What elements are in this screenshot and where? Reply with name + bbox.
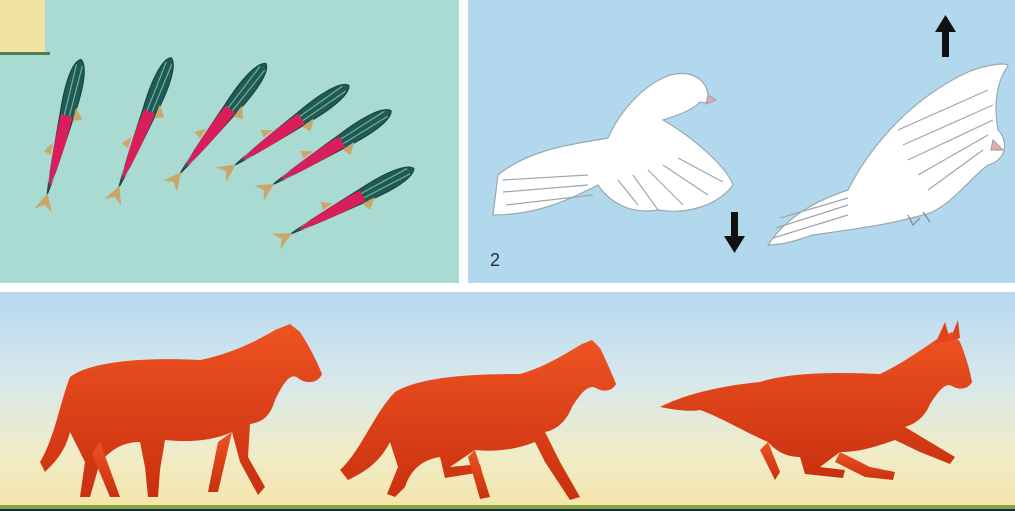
bird-flight-panel: 2 bbox=[468, 0, 1015, 283]
corner-strip bbox=[0, 0, 45, 52]
corner-line bbox=[0, 52, 50, 55]
frame-number: 2 bbox=[490, 250, 500, 271]
down-arrow-icon bbox=[724, 212, 745, 253]
vertical-divider bbox=[459, 0, 468, 292]
horizontal-divider bbox=[0, 283, 1015, 292]
fish-swimming-panel bbox=[0, 0, 459, 283]
bird-illustration bbox=[468, 0, 1015, 283]
bird-upstroke bbox=[768, 64, 1008, 245]
horse-walk bbox=[40, 324, 322, 497]
fish-2 bbox=[100, 52, 186, 208]
fish-illustration bbox=[0, 0, 459, 283]
horse-gait-panel bbox=[0, 292, 1015, 511]
horse-gallop bbox=[660, 332, 972, 478]
fish-3 bbox=[159, 55, 279, 196]
fish-1 bbox=[30, 56, 97, 215]
horse-illustration bbox=[0, 292, 1015, 511]
bird-downstroke bbox=[493, 73, 733, 215]
up-arrow-icon bbox=[935, 15, 956, 57]
